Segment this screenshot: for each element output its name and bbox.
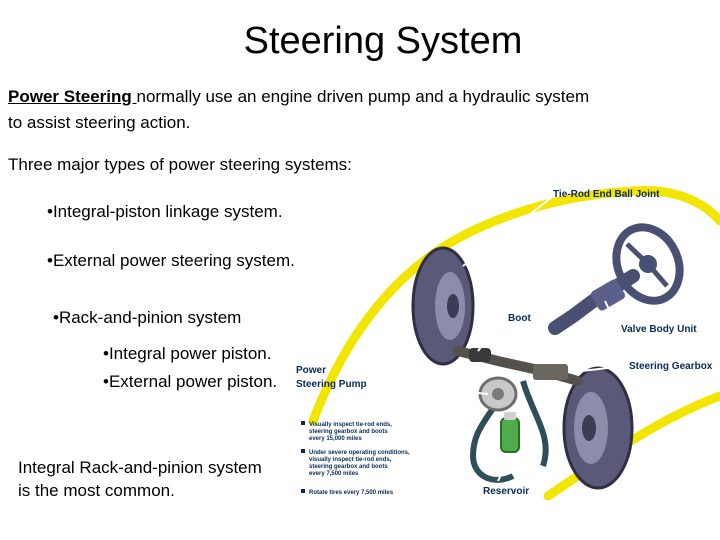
bullet-integral-piston-linkage: •Integral-piston linkage system. bbox=[47, 202, 283, 221]
note-2-line-1: Under severe operating conditions, bbox=[309, 450, 410, 456]
intro-term: Power Steering bbox=[8, 87, 137, 106]
note-3-line-1: Rotate tires every 7,500 miles bbox=[309, 490, 394, 496]
conclusion-line-1: Integral Rack-and-pinion system bbox=[18, 458, 262, 477]
label-power-steering-pump-1: Power bbox=[296, 365, 326, 376]
reservoir bbox=[500, 412, 520, 453]
bullet-external-power-steering: •External power steering system. bbox=[47, 251, 295, 270]
label-power-steering-pump-2: Steering Pump bbox=[296, 379, 367, 390]
label-steering-gearbox: Steering Gearbox bbox=[629, 361, 713, 372]
front-left-tire bbox=[411, 246, 475, 366]
boot bbox=[469, 348, 491, 362]
page-title: Steering System bbox=[243, 20, 523, 62]
note-2-line-3: steering gearbox and boots bbox=[309, 464, 388, 470]
steering-system-diagram: Tie-Rod End Ball Joint Boot Valve Body U… bbox=[296, 186, 720, 500]
steering-column bbox=[548, 269, 640, 335]
label-tie-rod-end: Tie-Rod End Ball Joint bbox=[553, 189, 660, 200]
sub-bullet-external-power-piston: •External power piston. bbox=[103, 372, 278, 391]
leader-lines bbox=[362, 197, 626, 482]
label-boot: Boot bbox=[508, 313, 531, 324]
label-reservoir: Reservoir bbox=[483, 486, 529, 497]
maintenance-notes: Visually inspect tie-rod ends, steering … bbox=[301, 421, 410, 496]
conclusion-line-2: is the most common. bbox=[18, 481, 175, 500]
note-1-line-3: every 15,000 miles bbox=[309, 436, 362, 442]
note-1-line-2: steering gearbox and boots bbox=[309, 429, 388, 435]
conclusion-text: Integral Rack-and-pinion system is the m… bbox=[18, 456, 262, 502]
intro-paragraph: Power Steering normally use an engine dr… bbox=[8, 84, 608, 136]
note-2-line-4: every 7,500 miles bbox=[309, 471, 359, 477]
front-right-tire bbox=[562, 366, 634, 490]
note-1-line-1: Visually inspect tie-rod ends, bbox=[309, 422, 392, 428]
note-2-line-2: visually inspect tie-rod ends, bbox=[309, 457, 392, 463]
bullet-rack-and-pinion: •Rack-and-pinion system bbox=[53, 308, 242, 327]
valve-body-unit bbox=[590, 279, 626, 311]
intro-text: normally use an engine driven pump and a… bbox=[8, 87, 590, 132]
label-valve-body-unit: Valve Body Unit bbox=[621, 324, 697, 335]
sub-bullet-integral-power-piston: •Integral power piston. bbox=[103, 344, 272, 363]
hydraulic-hose-return bbox=[520, 380, 549, 467]
car-body-outline bbox=[308, 186, 720, 426]
steering-gearbox bbox=[533, 364, 568, 380]
types-heading: Three major types of power steering syst… bbox=[8, 155, 352, 174]
